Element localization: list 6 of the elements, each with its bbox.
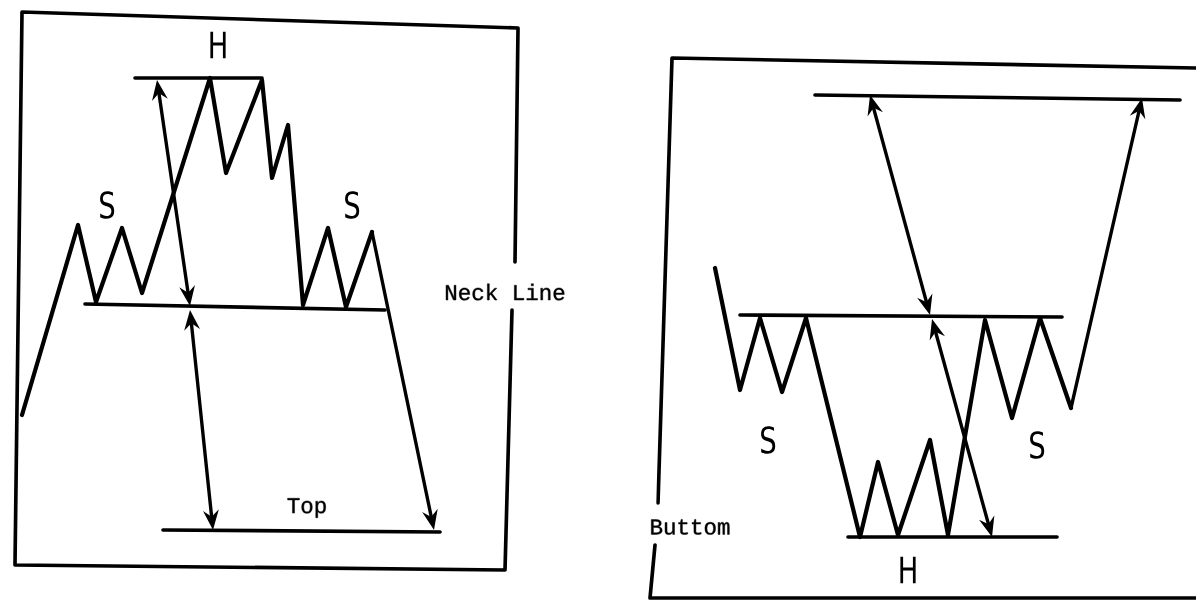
pattern-letter: S: [341, 189, 363, 221]
pattern-letter: H: [206, 30, 230, 60]
pattern-letter: H: [896, 555, 920, 585]
pattern-letter: S: [1026, 429, 1048, 461]
pattern-letter: S: [757, 424, 779, 456]
pattern-letter: S: [96, 189, 118, 221]
